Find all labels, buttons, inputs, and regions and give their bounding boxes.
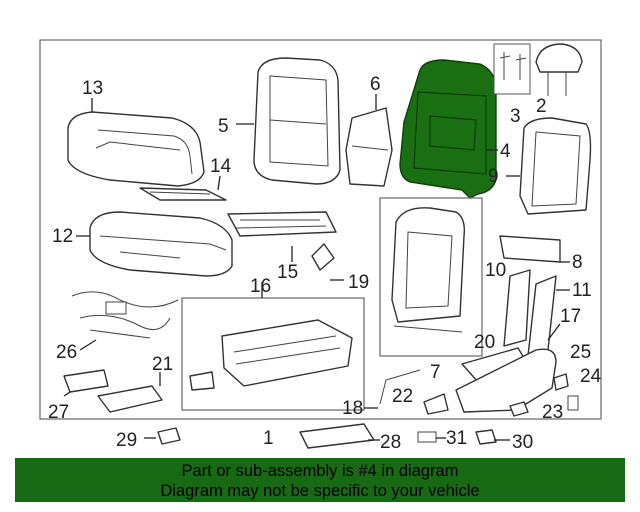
callout-25: 25 xyxy=(570,342,591,363)
part-25-knob[interactable] xyxy=(553,373,569,391)
callout-5: 5 xyxy=(218,116,229,137)
callout-16: 16 xyxy=(250,276,271,297)
callout-3: 3 xyxy=(510,106,521,127)
callout-7: 7 xyxy=(430,362,441,383)
callout-11: 11 xyxy=(572,280,592,301)
part-30-clip[interactable] xyxy=(475,429,497,445)
callout-14: 14 xyxy=(210,156,232,177)
callout-24: 24 xyxy=(580,366,602,387)
part-2-headrest[interactable] xyxy=(535,43,583,96)
part-17-shield[interactable] xyxy=(455,348,557,413)
part-12-cushion-frame[interactable] xyxy=(89,211,233,277)
callout-28: 28 xyxy=(380,432,401,453)
callout-15: 15 xyxy=(277,262,298,283)
callout-17: 17 xyxy=(560,306,581,327)
part-5-back-cover[interactable] xyxy=(253,57,341,185)
info-banner: Part or sub-assembly is #4 in diagram Di… xyxy=(15,458,625,502)
callout-20: 20 xyxy=(474,332,495,353)
part-29-clip[interactable] xyxy=(157,427,181,445)
callout-13: 13 xyxy=(82,78,103,99)
callout-9: 9 xyxy=(488,166,499,187)
part-22-bracket[interactable] xyxy=(423,393,449,415)
callout-19: 19 xyxy=(348,272,369,293)
part-24-clip[interactable] xyxy=(567,395,579,411)
part-13-cushion-cover[interactable] xyxy=(67,111,205,187)
banner-line-1: Part or sub-assembly is #4 in diagram xyxy=(181,462,459,480)
part-4-seat-back-highlighted[interactable] xyxy=(399,59,497,199)
callout-26: 26 xyxy=(56,342,77,363)
part-11-trim[interactable] xyxy=(527,275,557,357)
callout-2: 2 xyxy=(536,96,547,117)
part-15-springs[interactable] xyxy=(227,211,337,237)
callout-12: 12 xyxy=(52,226,73,247)
callout-18: 18 xyxy=(342,398,363,419)
part-18-link[interactable] xyxy=(379,369,421,405)
part-3-clips[interactable] xyxy=(493,43,531,95)
part-9-back-frame[interactable] xyxy=(519,117,592,215)
callout-31: 31 xyxy=(446,428,467,449)
part-26-wiring[interactable] xyxy=(71,291,179,339)
part-23-knob[interactable] xyxy=(509,401,529,417)
diagram-frame xyxy=(39,39,602,420)
part-10-trim[interactable] xyxy=(503,269,531,347)
callout-8: 8 xyxy=(572,252,583,273)
banner-line-2: Diagram may not be specific to your vehi… xyxy=(160,482,480,500)
callout-4: 4 xyxy=(500,141,511,162)
part-28-cover[interactable] xyxy=(299,423,375,449)
callout-27: 27 xyxy=(48,402,69,423)
callout-10: 10 xyxy=(485,260,506,281)
part-14-pad[interactable] xyxy=(139,187,227,201)
callout-30: 30 xyxy=(512,432,533,453)
callout-1: 1 xyxy=(263,428,274,449)
callout-23: 23 xyxy=(542,402,563,423)
callout-6: 6 xyxy=(370,74,381,95)
part-8-track[interactable] xyxy=(499,235,561,263)
part-6-back-pad[interactable] xyxy=(345,107,393,187)
part-31-clip[interactable] xyxy=(417,431,437,443)
callout-29: 29 xyxy=(116,430,137,451)
part-7-back-frame[interactable] xyxy=(379,197,483,357)
part-27-module[interactable] xyxy=(63,369,109,393)
callout-21: 21 xyxy=(152,354,173,375)
part-16-adjuster[interactable] xyxy=(181,297,365,411)
callout-22: 22 xyxy=(392,386,413,407)
part-21-bracket[interactable] xyxy=(97,385,163,413)
part-19-bracket[interactable] xyxy=(311,243,335,271)
